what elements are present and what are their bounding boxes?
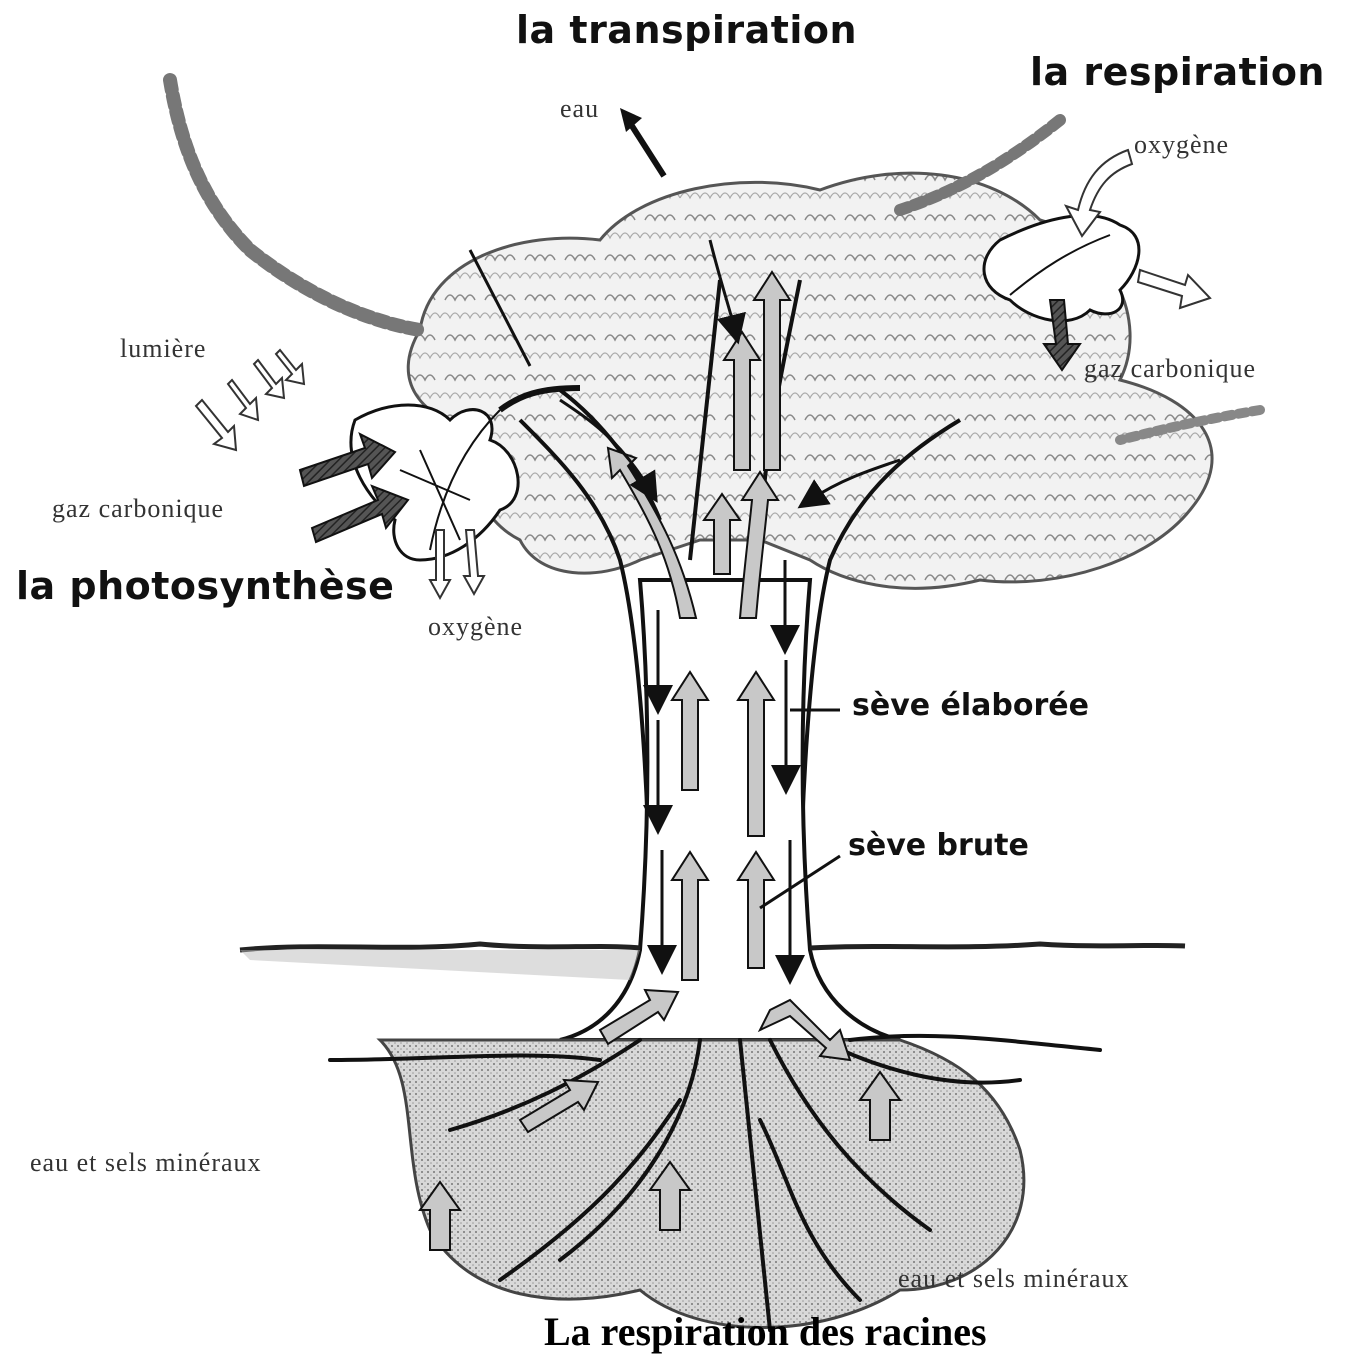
label-eau-sels-left: eau et sels minéraux [30,1148,262,1178]
label-seve-brute: sève brute [848,828,1029,863]
label-photosynthese: la photosynthèse [16,564,394,608]
label-seve-elaboree: sève élaborée [852,688,1089,723]
label-oxygene-top: oxygène [1134,130,1229,160]
caption: La respiration des racines [544,1308,987,1355]
label-oxygene-left: oxygène [428,612,523,642]
co2-out-arrow-right [1138,270,1210,308]
transpiration-arrow [620,108,664,176]
label-gaz-carbonique-left: gaz carbonique [52,494,224,524]
label-lumiere: lumière [120,334,206,364]
label-respiration: la respiration [1030,50,1325,94]
light-arrows [196,350,304,450]
label-eau-sels-right: eau et sels minéraux [898,1264,1130,1294]
label-gaz-carbonique-right: gaz carbonique [1084,354,1256,384]
label-eau: eau [560,94,599,124]
label-transpiration: la transpiration [516,8,857,52]
